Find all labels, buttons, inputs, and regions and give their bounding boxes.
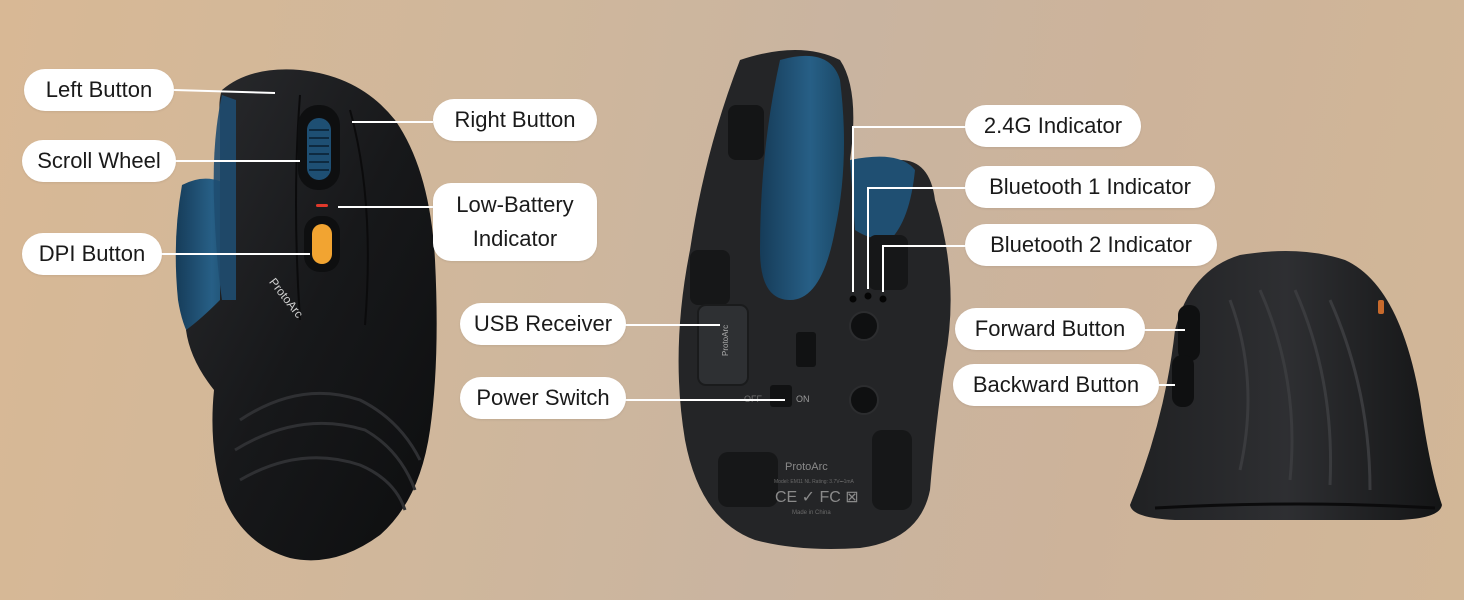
label-scroll-wheel: Scroll Wheel (22, 140, 176, 182)
label-bluetooth1-indicator: Bluetooth 1 Indicator (965, 166, 1215, 208)
svg-text:Made in China: Made in China (792, 510, 831, 516)
svg-text:ProtoArc: ProtoArc (721, 325, 730, 356)
indicator-24g-led (849, 295, 857, 303)
label-low-battery-indicator: Low-Battery Indicator (433, 183, 597, 261)
backward-button (1172, 355, 1194, 407)
mouse-body (186, 69, 437, 561)
label-24g-indicator: 2.4G Indicator (965, 105, 1141, 147)
mouse-bottom-view: ProtoArc ON OFF ProtoArc Model: EM11 NL … (678, 50, 951, 549)
svg-text:Model: EM11 NL Rating: 3.7V⎓1: Model: EM11 NL Rating: 3.7V⎓1mA (774, 479, 855, 485)
scroll-wheel (307, 118, 331, 180)
label-bluetooth2-indicator: Bluetooth 2 Indicator (965, 224, 1217, 266)
label-right-button: Right Button (433, 99, 597, 141)
mouse-side-view (1130, 251, 1442, 520)
power-switch (770, 385, 792, 407)
svg-text:CE ✓ FC ⊠: CE ✓ FC ⊠ (775, 489, 859, 506)
label-usb-receiver: USB Receiver (460, 303, 626, 345)
label-backward-button: Backward Button (953, 364, 1159, 406)
side-body (1130, 251, 1442, 520)
label-forward-button: Forward Button (955, 308, 1145, 350)
bluetooth1-led (864, 292, 872, 300)
forward-button (1178, 305, 1200, 361)
connector-lines (155, 89, 1185, 401)
label-power-switch: Power Switch (460, 377, 626, 419)
dpi-button (312, 224, 332, 264)
bluetooth2-led (879, 295, 887, 303)
svg-text:ProtoArc: ProtoArc (785, 461, 828, 473)
label-dpi-button: DPI Button (22, 233, 162, 275)
label-left-button: Left Button (24, 69, 174, 111)
low-battery-led (316, 204, 328, 207)
mouse-top-view: ProtoArc (175, 69, 437, 561)
svg-text:ON: ON (796, 394, 810, 404)
